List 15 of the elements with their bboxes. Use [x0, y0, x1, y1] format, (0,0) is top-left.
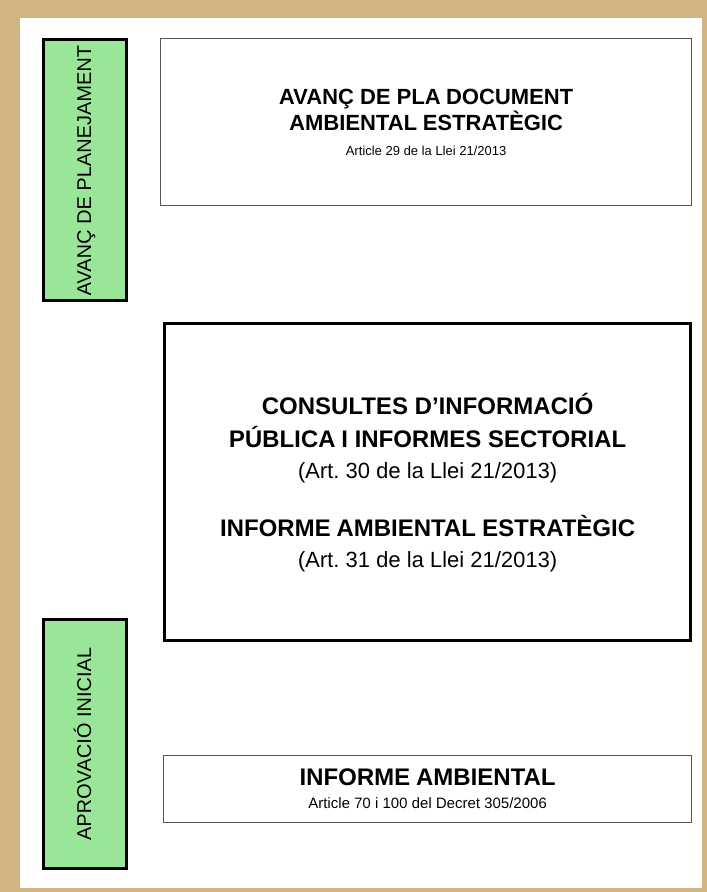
phase-label: APROVACIÓ INICIAL	[73, 647, 97, 840]
reference-text: Article 29 de la Llei 21/2013	[346, 142, 506, 160]
document-box	[163, 755, 692, 823]
document-box	[160, 38, 692, 206]
box-title: INFORME AMBIENTAL ESTRATÈGIC	[220, 514, 636, 544]
phase-box	[42, 618, 128, 870]
box-title: INFORME AMBIENTAL	[300, 764, 556, 792]
reference-text: (Art. 31 de la Llei 21/2013)	[298, 546, 558, 574]
phase-box	[42, 38, 128, 302]
box-title: CONSULTES D’INFORMACIÓ PÚBLICA I INFORMES SECTORIAL	[228, 392, 628, 454]
box-title: AVANÇ DE PLA DOCUMENT AMBIENTAL ESTRATÈGIC	[278, 84, 574, 136]
reference-text: Article 70 i 100 del Decret 305/2006	[308, 794, 547, 814]
reference-text: (Art. 30 de la Llei 21/2013)	[298, 456, 558, 484]
document-box	[163, 322, 692, 642]
phase-label: AVANÇ DE PLANEJAMENT	[73, 44, 97, 296]
